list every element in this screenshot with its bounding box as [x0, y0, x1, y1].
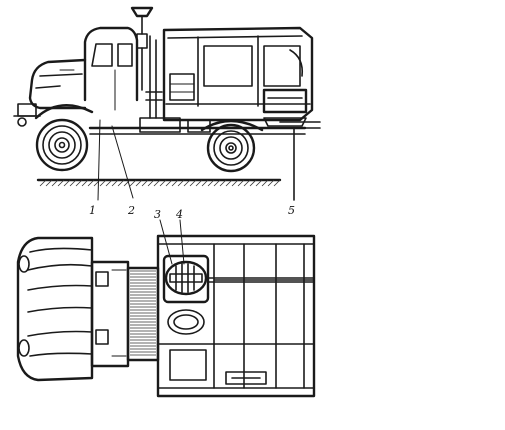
- ground-hatch: [201, 179, 209, 187]
- leader-lines: [97, 119, 134, 201]
- ground-hatch: [141, 179, 149, 187]
- ground-hatch: [171, 179, 179, 187]
- side-view: [13, 6, 321, 201]
- heater-unit: [262, 88, 308, 127]
- ground-hatch: [255, 179, 263, 187]
- ground-hatch: [111, 179, 119, 187]
- ground-hatch: [75, 179, 83, 187]
- label-4: 4: [175, 208, 183, 221]
- ground-hatch: [99, 179, 107, 187]
- ground-hatch: [213, 179, 221, 187]
- label-5: 5: [288, 204, 295, 217]
- ground-hatch: [147, 179, 155, 187]
- ground-hatch: [261, 179, 269, 187]
- ground-hatch: [159, 179, 167, 187]
- ground-hatch: [237, 179, 245, 187]
- ground-hatch: [63, 179, 71, 187]
- heater-assembly: [162, 254, 315, 335]
- ground-hatch: [249, 179, 257, 187]
- top-body-frame: [156, 234, 316, 398]
- ground-hatch: [273, 179, 281, 187]
- ground-hatch: [267, 179, 275, 187]
- ground-hatch: [231, 179, 239, 187]
- ground-hatch: [87, 179, 95, 187]
- rear-pipe: [279, 121, 321, 201]
- ground-hatch: [165, 179, 173, 187]
- label-1: 1: [89, 204, 96, 217]
- ground-hatch: [135, 179, 143, 187]
- ground-hatch: [39, 179, 47, 187]
- rear-fender: [200, 119, 264, 132]
- ground-hatch: [69, 179, 77, 187]
- ground-hatch: [81, 179, 89, 187]
- label-3: 3: [154, 208, 161, 221]
- feed-pipes: [145, 35, 163, 119]
- ground-hatch: [117, 179, 125, 187]
- ground-hatch: [123, 179, 131, 187]
- ground-hatch: [189, 179, 197, 187]
- ground-hatch: [129, 179, 137, 187]
- top-cab: [16, 236, 94, 382]
- ground-hatch: [183, 179, 191, 187]
- ground-hatch: [51, 179, 59, 187]
- hood: [28, 58, 87, 110]
- front-fender: [34, 104, 94, 120]
- cab: [83, 26, 139, 111]
- top-cab-rear: [90, 260, 130, 368]
- front-bumper: [13, 103, 41, 127]
- exhaust-stack: [130, 6, 154, 91]
- front-wheel: [35, 118, 89, 172]
- ground-hatch: [93, 179, 101, 187]
- ground-hatch: [219, 179, 227, 187]
- ground-hatch: [177, 179, 185, 187]
- ground-hatch: [243, 179, 251, 187]
- top-grille: [126, 266, 160, 362]
- ground-hatch: [225, 179, 233, 187]
- ground-hatch: [45, 179, 53, 187]
- top-view: [16, 219, 316, 398]
- top-leader-lines: [159, 219, 185, 265]
- ground-hatch: [105, 179, 113, 187]
- label-2: 2: [127, 204, 135, 217]
- tank-body: [162, 26, 314, 122]
- ground-hatch: [153, 179, 161, 187]
- ground-hatch: [207, 179, 215, 187]
- ground-line: [36, 178, 282, 187]
- ground-hatch: [57, 179, 65, 187]
- rear-wheel: [206, 123, 256, 173]
- ground-hatch: [195, 179, 203, 187]
